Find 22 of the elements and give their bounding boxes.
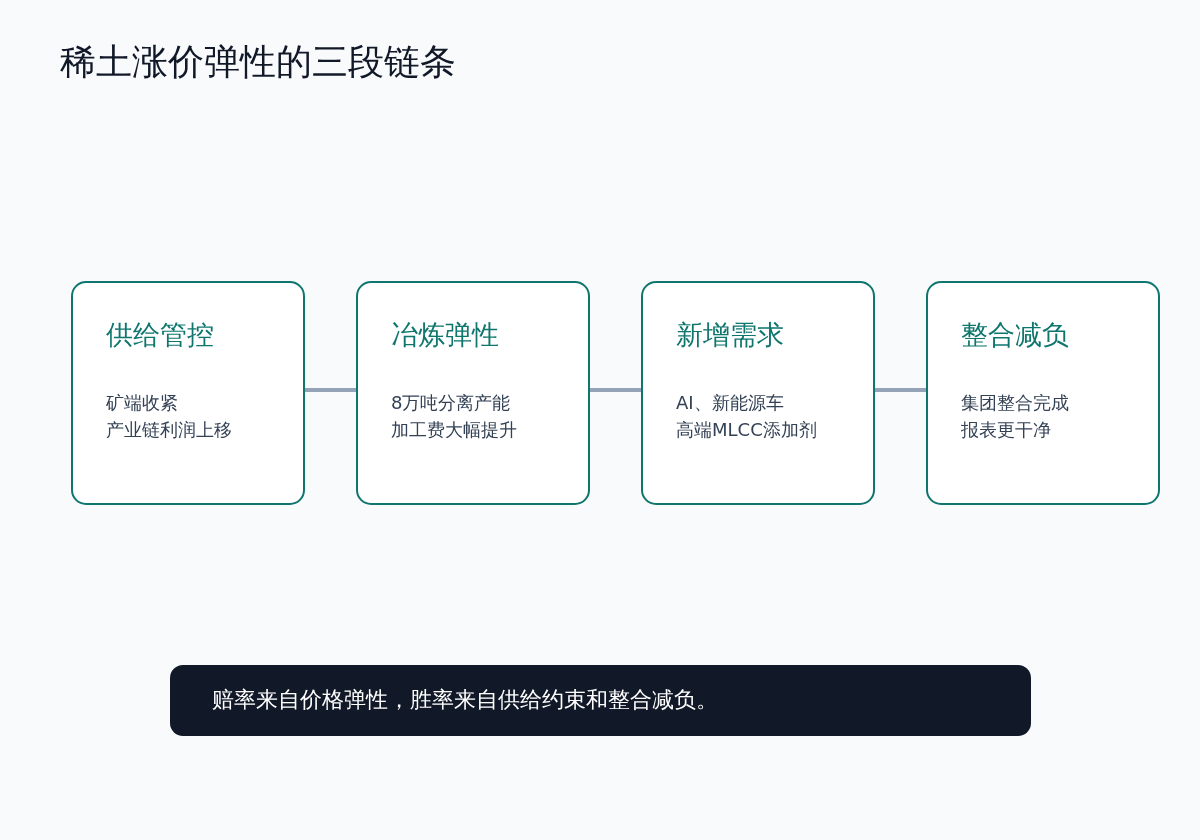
stage-card (356, 281, 590, 505)
card-text: 集团整合完成 (961, 391, 1069, 415)
card-heading: 冶炼弹性 (391, 318, 499, 352)
card-text: 矿端收紧 (106, 391, 178, 415)
card-text: 加工费大幅提升 (391, 418, 517, 442)
summary-text: 赔率来自价格弹性，胜率来自供给约束和整合减负。 (212, 686, 718, 714)
card-text: 8万吨分离产能 (391, 391, 511, 415)
stage-card (926, 281, 1160, 505)
stage-card (641, 281, 875, 505)
card-text: 产业链利润上移 (106, 418, 232, 442)
connector-line (875, 388, 926, 392)
card-text: AI、新能源车 (676, 391, 784, 415)
card-heading: 新增需求 (676, 318, 784, 352)
stage-card (71, 281, 305, 505)
card-text: 高端MLCC添加剂 (676, 418, 817, 442)
card-heading: 供给管控 (106, 318, 214, 352)
card-heading: 整合减负 (961, 318, 1069, 352)
connector-line (305, 388, 356, 392)
summary-banner (170, 665, 1031, 736)
connector-line (590, 388, 641, 392)
card-text: 报表更干净 (961, 418, 1051, 442)
page-title: 稀土涨价弹性的三段链条 (60, 40, 456, 84)
